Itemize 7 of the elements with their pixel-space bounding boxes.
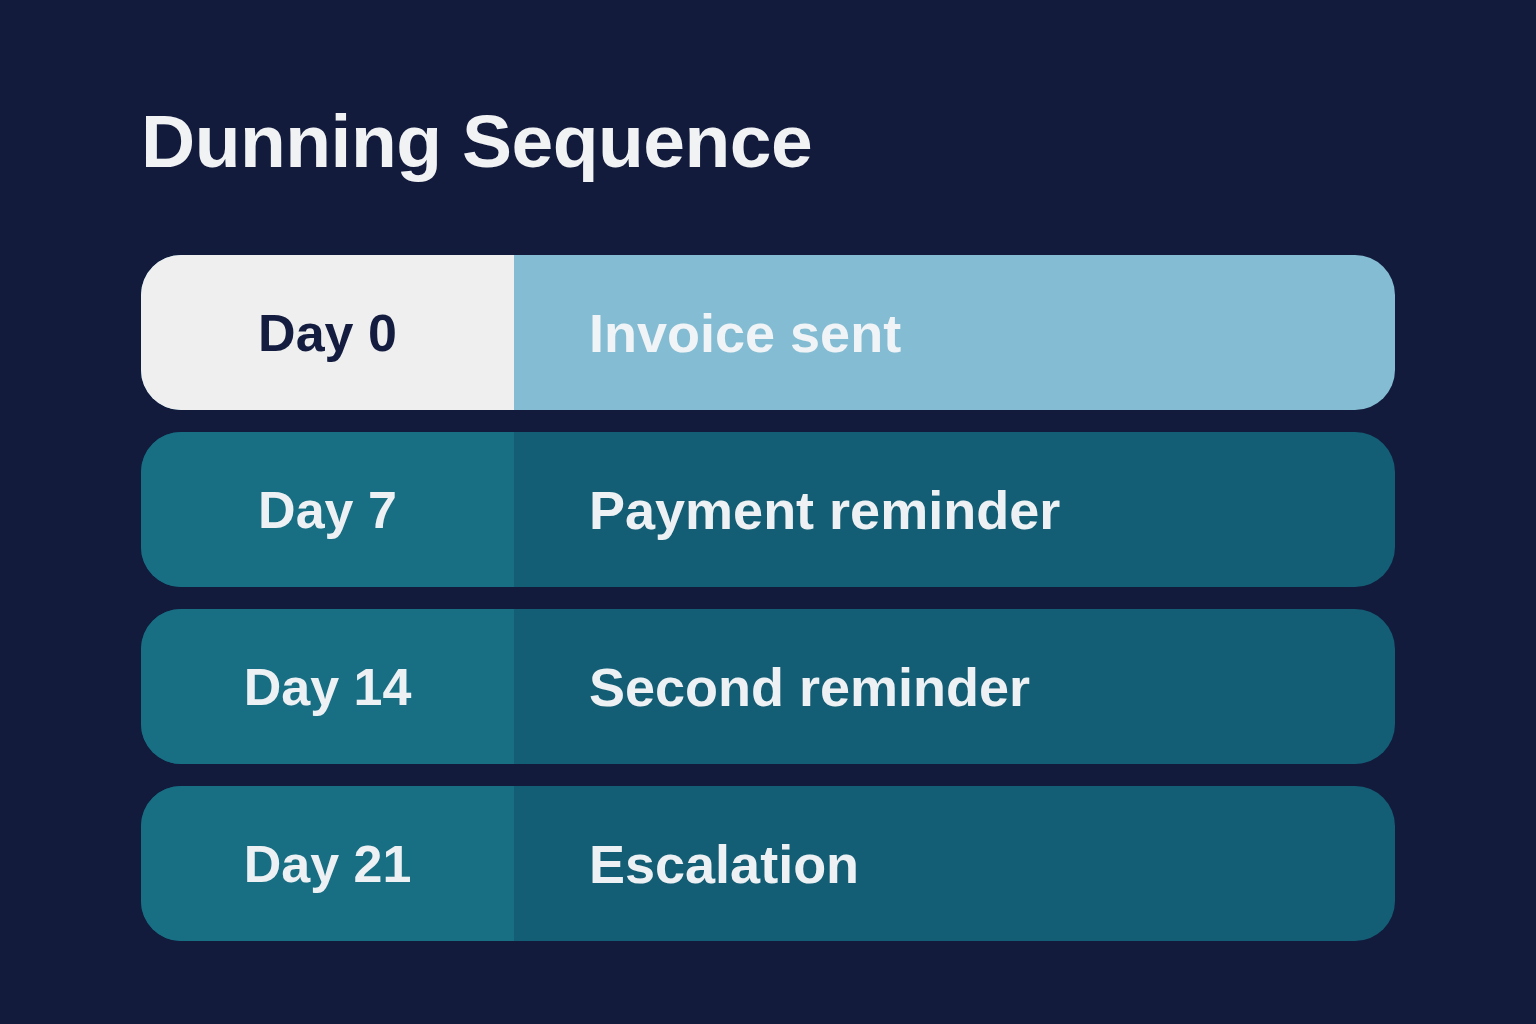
step-label: Escalation <box>589 836 860 891</box>
step-row <box>141 609 1395 764</box>
step-label: Second reminder <box>589 659 1031 714</box>
step-row <box>141 786 1395 941</box>
step-row <box>141 432 1395 587</box>
step-row <box>141 255 1395 410</box>
step-label: Invoice sent <box>589 305 902 360</box>
